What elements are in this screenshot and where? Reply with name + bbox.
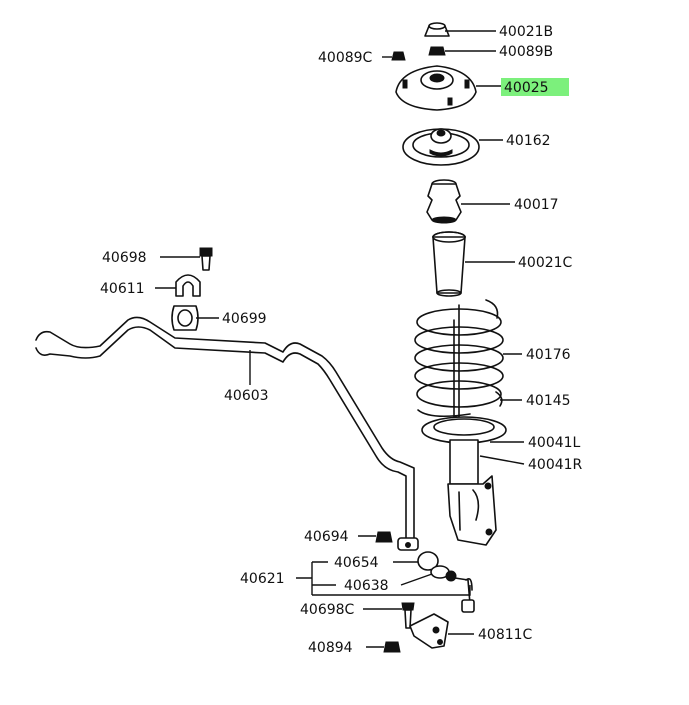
part-labels: 40021B 40089B 40089C 40025 40162 40017 4… [100,24,583,656]
label-40811c: 40811C [478,627,533,643]
part-40698 [199,247,213,271]
part-40145 [495,391,503,407]
part-40025 [395,65,477,111]
label-40025: 40025 [504,80,549,96]
label-40089b: 40089B [499,44,553,60]
label-40017: 40017 [514,197,559,213]
part-40811c [409,613,449,649]
label-40621: 40621 [240,571,285,587]
label-40611: 40611 [100,281,145,297]
part-40894 [383,641,401,653]
part-40654 [417,551,439,571]
part-40611 [175,274,201,297]
label-40089c: 40089C [318,50,373,66]
label-40176: 40176 [526,347,571,363]
part-stabilizer-link [445,570,475,613]
label-40021b: 40021B [499,24,553,40]
part-40021b [424,22,450,37]
part-40694 [375,531,393,543]
label-40041r: 40041R [528,457,583,473]
label-40021c: 40021C [518,255,573,271]
part-40017 [426,179,462,224]
label-40638: 40638 [344,578,389,594]
highlight-40025 [501,78,569,96]
part-40041 [421,416,507,546]
part-40021c [432,231,466,297]
label-40654: 40654 [334,555,379,571]
label-40603: 40603 [224,388,269,404]
leader-lines [155,30,525,648]
label-40145: 40145 [526,393,571,409]
part-40699 [171,305,199,331]
label-40162: 40162 [506,133,551,149]
label-40698: 40698 [102,250,147,266]
part-40162 [402,128,480,166]
part-40089c [391,51,406,61]
part-40089b [428,46,446,56]
label-40894: 40894 [308,640,353,656]
part-40176 [414,299,504,431]
label-40694: 40694 [304,529,349,545]
label-40698c: 40698C [300,602,355,618]
label-40699: 40699 [222,311,267,327]
part-40603 [35,316,419,551]
label-40041l: 40041L [528,435,581,451]
